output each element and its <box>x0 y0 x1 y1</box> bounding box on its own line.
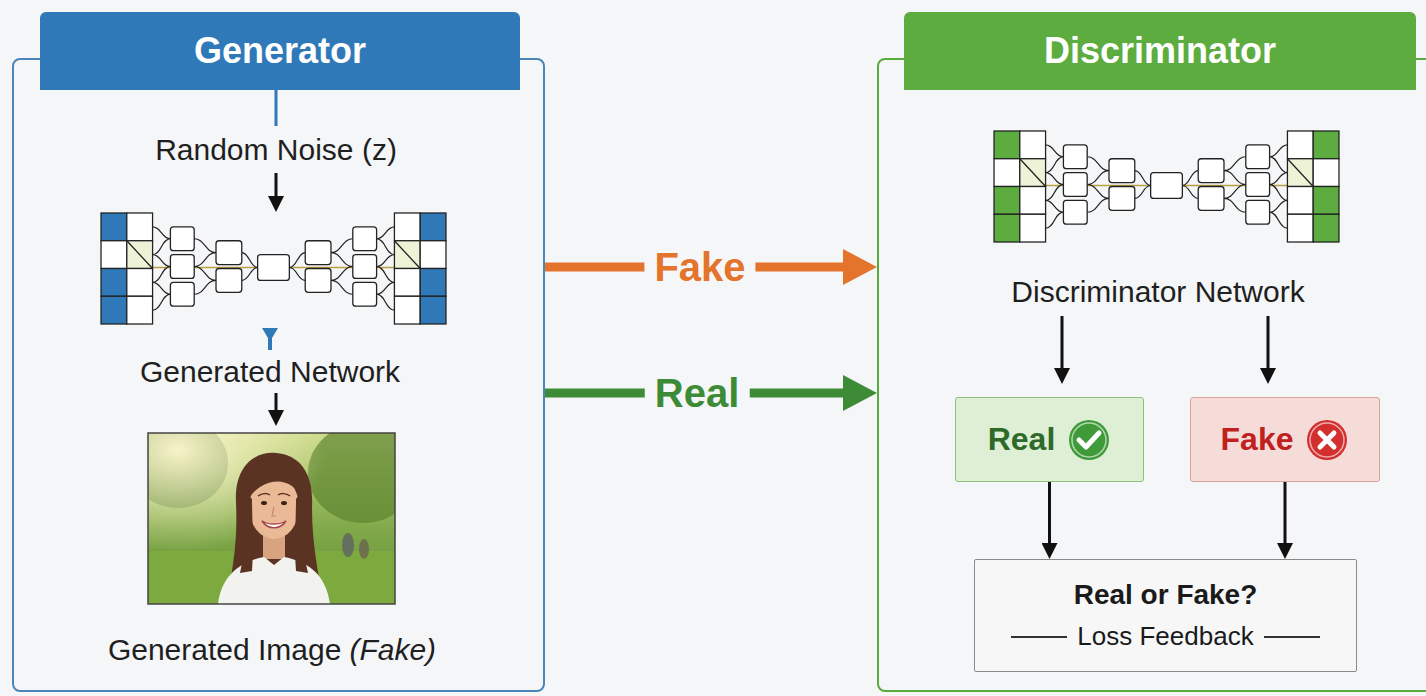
panel-title: Generator <box>194 30 366 72</box>
icon-disc <box>1307 420 1347 460</box>
box-content: Real or Fake? Loss Feedback <box>975 560 1356 671</box>
result-title: Real or Fake? <box>1074 579 1258 611</box>
flow-arrow <box>275 393 278 410</box>
input-label: Random Noise (z) <box>155 133 397 167</box>
edge-label: Fake <box>644 245 755 290</box>
result-subtitle: Loss Feedback <box>1077 621 1253 652</box>
flow-arrow <box>1061 316 1064 368</box>
icon-ring <box>1072 423 1106 457</box>
panel-tab: Discriminator <box>904 12 1416 90</box>
verdict-arrow <box>1284 482 1287 543</box>
panel-tab: Generator <box>40 12 520 90</box>
generated-photo <box>128 418 418 604</box>
flow-arrow <box>1267 316 1270 368</box>
icon-ring <box>1310 423 1344 457</box>
caption-line: Generated Image(Fake) <box>108 633 436 667</box>
verdict-arrow <box>1048 482 1051 543</box>
flow-arrow <box>275 173 278 196</box>
network-icon <box>101 213 446 324</box>
icon-disc <box>1069 420 1109 460</box>
check-icon <box>1067 418 1111 462</box>
text-row: Real or Fake? <box>1074 579 1258 611</box>
verdict-label: Fake <box>1221 421 1294 458</box>
network-label: Discriminator Network <box>1011 275 1304 309</box>
text-row: Loss Feedback <box>1011 621 1319 652</box>
rule-line <box>1011 636 1067 638</box>
funnel-mark <box>262 328 278 350</box>
box-content: Real <box>956 398 1143 481</box>
box-content: Fake <box>1191 398 1379 481</box>
caption-text: (Fake) <box>349 633 436 667</box>
icon-mark <box>1079 433 1099 447</box>
network-icon <box>994 131 1339 242</box>
result-box: Real or Fake? Loss Feedback <box>974 559 1357 672</box>
icon-mark <box>1320 433 1334 447</box>
verdict-label: Real <box>988 421 1056 458</box>
verdict-box: Fake <box>1190 397 1380 482</box>
caption-text: Generated Image <box>108 633 341 667</box>
cross-icon <box>1305 418 1349 462</box>
connector-stub <box>275 88 278 126</box>
panel-title: Discriminator <box>1044 30 1276 72</box>
network-label: Generated Network <box>140 355 400 389</box>
discriminator-panel: DiscriminatorRealFakeReal or Fake?Loss F… <box>877 58 1426 692</box>
edge-label: Real <box>645 371 750 416</box>
verdict-box: Real <box>955 397 1144 482</box>
rule-line <box>1264 636 1320 638</box>
